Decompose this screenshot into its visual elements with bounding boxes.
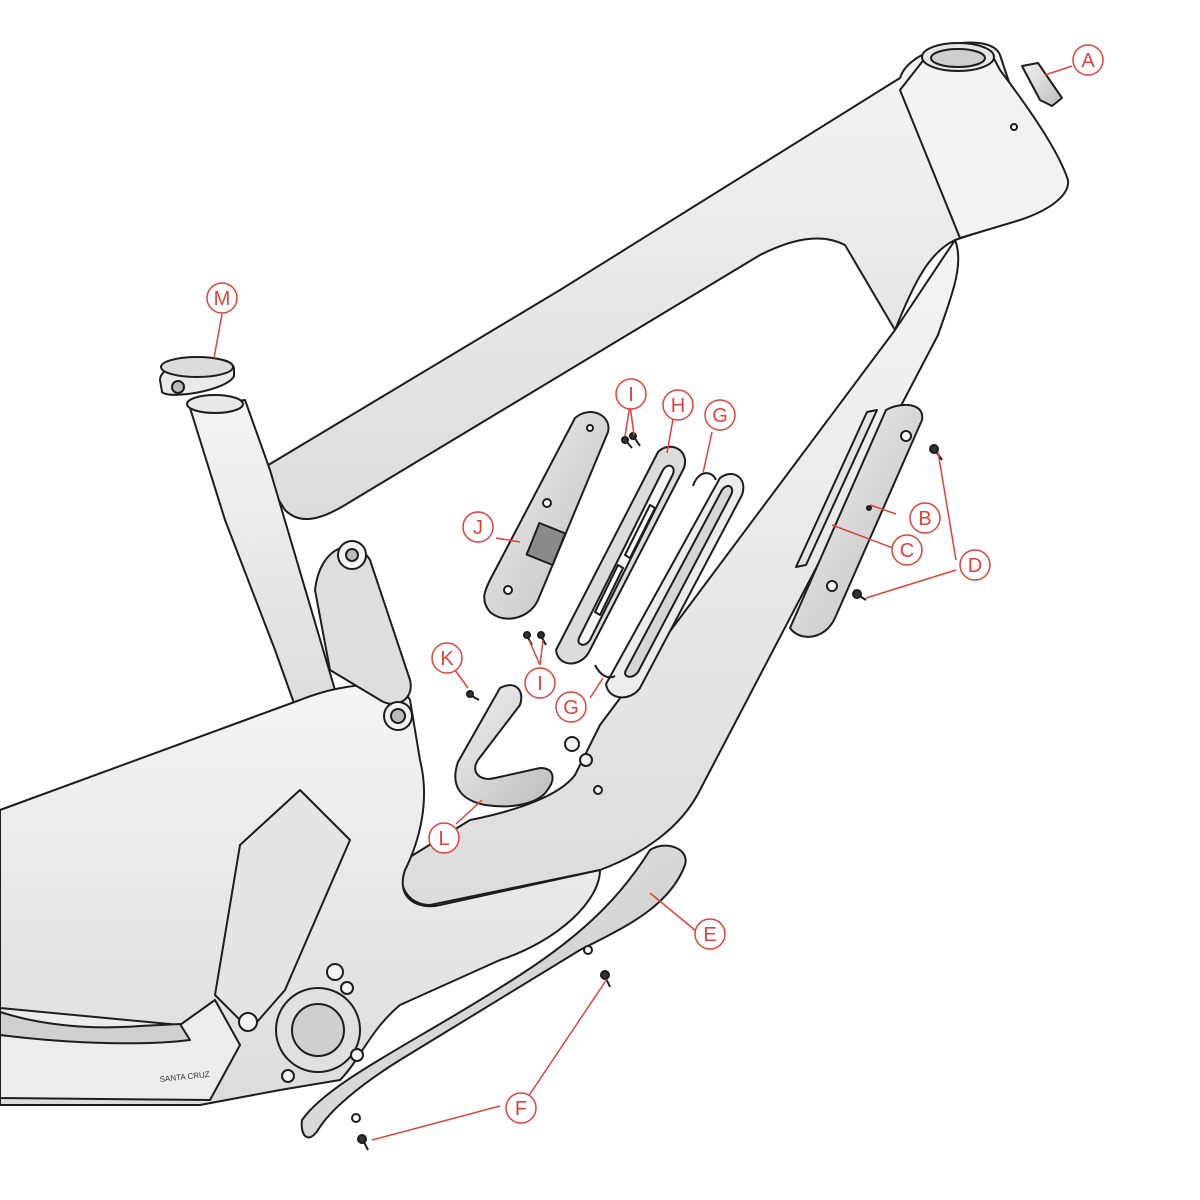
callout-circle <box>662 389 694 421</box>
part-b-guard <box>789 403 924 638</box>
callout-label: M <box>214 288 231 310</box>
callout-h: H <box>662 389 694 421</box>
part-d-screws <box>852 444 943 601</box>
callout-labels: A BC D E F G G H I I J K L M <box>206 44 1104 1124</box>
callout-circle <box>428 822 460 854</box>
callout-circle <box>524 667 556 699</box>
part-i-screws-lower <box>523 631 547 646</box>
part-k-screw <box>466 690 480 701</box>
part-g-gasket <box>594 472 745 699</box>
callout-circle <box>505 1092 537 1124</box>
callout-j: J <box>462 511 494 543</box>
callout-circle <box>959 549 991 581</box>
callout-circle <box>206 282 238 314</box>
top-tube <box>259 41 1063 521</box>
callout-label: J <box>473 517 483 539</box>
callout-circle <box>891 534 923 566</box>
callout-b: B <box>909 502 941 534</box>
callout-d: D <box>959 549 991 581</box>
callout-k: K <box>431 642 463 674</box>
callout-label: I <box>628 384 634 406</box>
part-l-bracket <box>454 684 554 808</box>
callout-circle <box>1072 44 1104 76</box>
part-f-screws <box>357 970 611 1151</box>
callout-label: E <box>703 924 716 946</box>
callout-circle <box>704 399 736 431</box>
callout-i2: I <box>524 667 556 699</box>
part-h-door-frame <box>555 445 687 665</box>
part-a-port-cover <box>1021 62 1063 107</box>
callout-c: C <box>891 534 923 566</box>
callout-f: F <box>505 1092 537 1124</box>
callout-label: B <box>918 508 931 530</box>
rear-triangle-strut <box>214 789 351 1031</box>
part-e-downtube-protector <box>300 844 687 1139</box>
callout-g2: G <box>555 691 587 723</box>
callout-circle <box>694 918 726 950</box>
callout-l: L <box>428 822 460 854</box>
callout-label: A <box>1081 50 1095 72</box>
part-m-seat-clamp <box>159 356 235 396</box>
seat-tube-opening <box>186 394 244 414</box>
callout-circle <box>462 511 494 543</box>
callout-label: H <box>671 395 685 417</box>
callout-g1: G <box>704 399 736 431</box>
callout-a: A <box>1072 44 1104 76</box>
callout-label: G <box>563 697 579 719</box>
callout-i1: I <box>615 378 647 410</box>
callout-label: F <box>515 1098 527 1120</box>
part-j-storage-door <box>483 411 610 620</box>
upper-link <box>314 545 412 705</box>
callout-label: I <box>537 673 543 695</box>
callout-circle <box>555 691 587 723</box>
exploded-parts <box>159 62 1063 1151</box>
callouts <box>213 65 1073 1141</box>
callout-label: L <box>438 828 449 850</box>
bottle-mount <box>579 753 593 767</box>
chainstay-protector <box>0 1011 191 1045</box>
callout-label: C <box>900 540 914 562</box>
callout-label: G <box>712 405 728 427</box>
callout-circle <box>909 502 941 534</box>
callout-label: K <box>440 648 454 670</box>
part-c-guard-strip <box>795 409 878 568</box>
callout-label: D <box>968 555 982 577</box>
callout-m: M <box>206 282 238 314</box>
head-tube-port <box>1010 123 1018 131</box>
callout-circle <box>615 378 647 410</box>
lower-pivot <box>326 963 344 981</box>
callout-circle <box>431 642 463 674</box>
callout-e: E <box>694 918 726 950</box>
